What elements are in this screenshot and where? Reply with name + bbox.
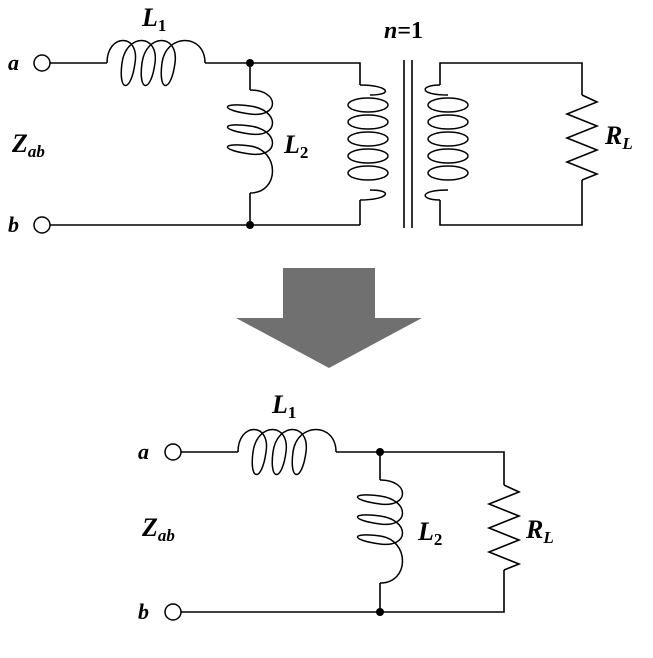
transformer-primary-winding <box>347 84 389 201</box>
bottom-l1-label: L1 <box>271 390 296 422</box>
bottom-junction-top <box>376 448 384 456</box>
top-l2-label: L2 <box>283 130 308 162</box>
bottom-circuit: a b Zab L1 L2 RL <box>138 390 554 624</box>
top-wire-secondary-bottom <box>439 180 583 226</box>
bottom-wire-to-rl <box>380 451 505 485</box>
top-junction-top <box>246 59 254 67</box>
top-l1-label: L1 <box>141 3 166 35</box>
top-impedance-label: Zab <box>11 129 45 161</box>
transformer-secondary-winding <box>424 84 469 201</box>
bottom-impedance-label: Zab <box>141 513 175 545</box>
top-inductor-l1 <box>106 39 206 86</box>
bottom-terminal-b-label: b <box>138 599 149 624</box>
top-rl-label: RL <box>604 121 633 153</box>
bottom-terminal-b <box>164 603 182 621</box>
top-terminal-a <box>33 54 51 72</box>
bottom-terminal-a <box>164 443 182 461</box>
bottom-inductor-l1 <box>237 428 337 475</box>
top-resistor-rl <box>564 94 600 181</box>
top-circuit: a b Zab L1 L2 RL n=1 <box>8 3 633 237</box>
bottom-junction-bottom <box>376 608 384 616</box>
top-junction-bottom <box>246 221 254 229</box>
bottom-wire-b <box>181 570 505 613</box>
transform-arrow <box>236 268 422 368</box>
bottom-terminal-a-label: a <box>138 439 149 464</box>
top-terminal-b <box>33 216 51 234</box>
top-terminal-b-label: b <box>8 212 19 237</box>
bottom-l2-label: L2 <box>417 517 442 549</box>
bottom-inductor-l2 <box>357 479 404 584</box>
bottom-rl-label: RL <box>525 515 554 547</box>
top-inductor-l2 <box>227 89 274 194</box>
transformer-ratio-label: n=1 <box>384 18 423 44</box>
top-wire-node-to-primary <box>250 62 361 85</box>
top-terminal-a-label: a <box>8 50 19 75</box>
top-wire-secondary-top <box>439 62 583 95</box>
bottom-resistor-rl <box>486 484 522 571</box>
